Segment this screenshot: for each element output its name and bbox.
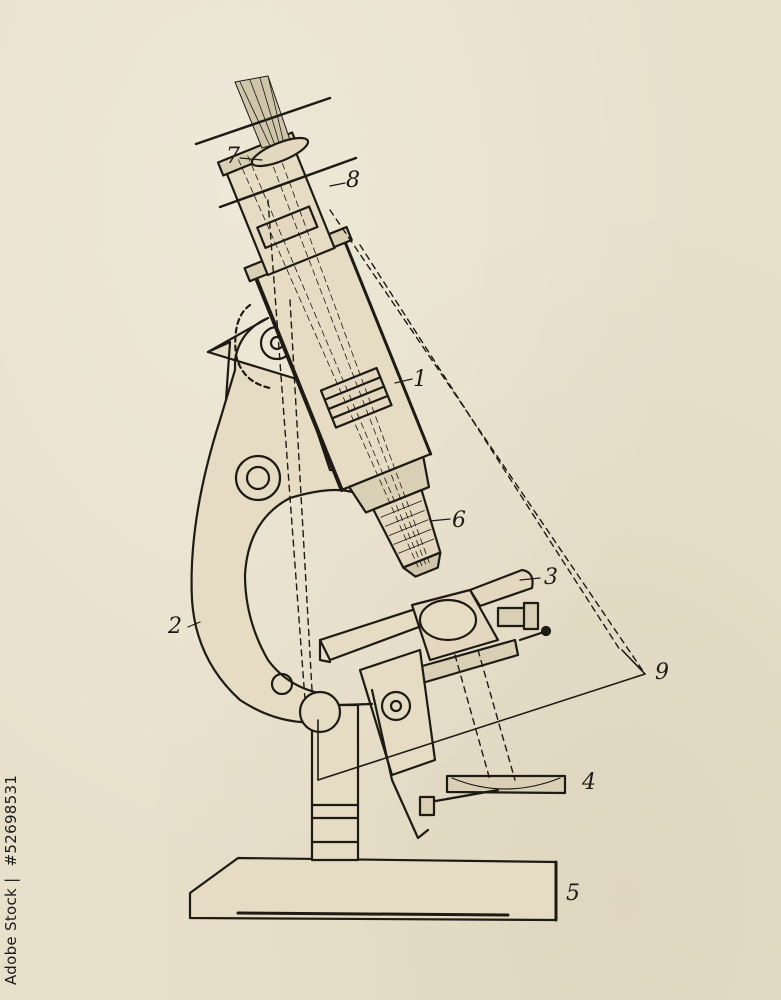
label-tube: 1: [413, 367, 427, 392]
stock-watermark: Adobe Stock | #52698531: [2, 775, 20, 985]
label-light-path: 9: [655, 660, 669, 685]
eyepiece-top: [194, 75, 358, 209]
label-objective: 6: [452, 508, 466, 533]
watermark-brand: Adobe Stock: [2, 887, 20, 985]
label-base: 5: [566, 881, 580, 906]
stage: [318, 568, 552, 840]
label-leaders: [187, 157, 541, 628]
light-path-lines: [267, 199, 646, 781]
mirror: [418, 774, 567, 817]
label-eyepiece-diaphragm: 8: [346, 168, 360, 193]
microscope-base: [188, 856, 558, 922]
microscope-arm: [190, 303, 357, 734]
optical-tube: [216, 131, 442, 578]
watermark-separator: |: [2, 877, 20, 883]
label-eyepiece-lens: 7: [226, 144, 240, 169]
label-mirror: 4: [582, 770, 596, 795]
watermark-id: #52698531: [2, 774, 20, 867]
label-arm: 2: [168, 614, 182, 639]
label-stage: 3: [544, 565, 558, 590]
projection-frame: [317, 649, 646, 781]
